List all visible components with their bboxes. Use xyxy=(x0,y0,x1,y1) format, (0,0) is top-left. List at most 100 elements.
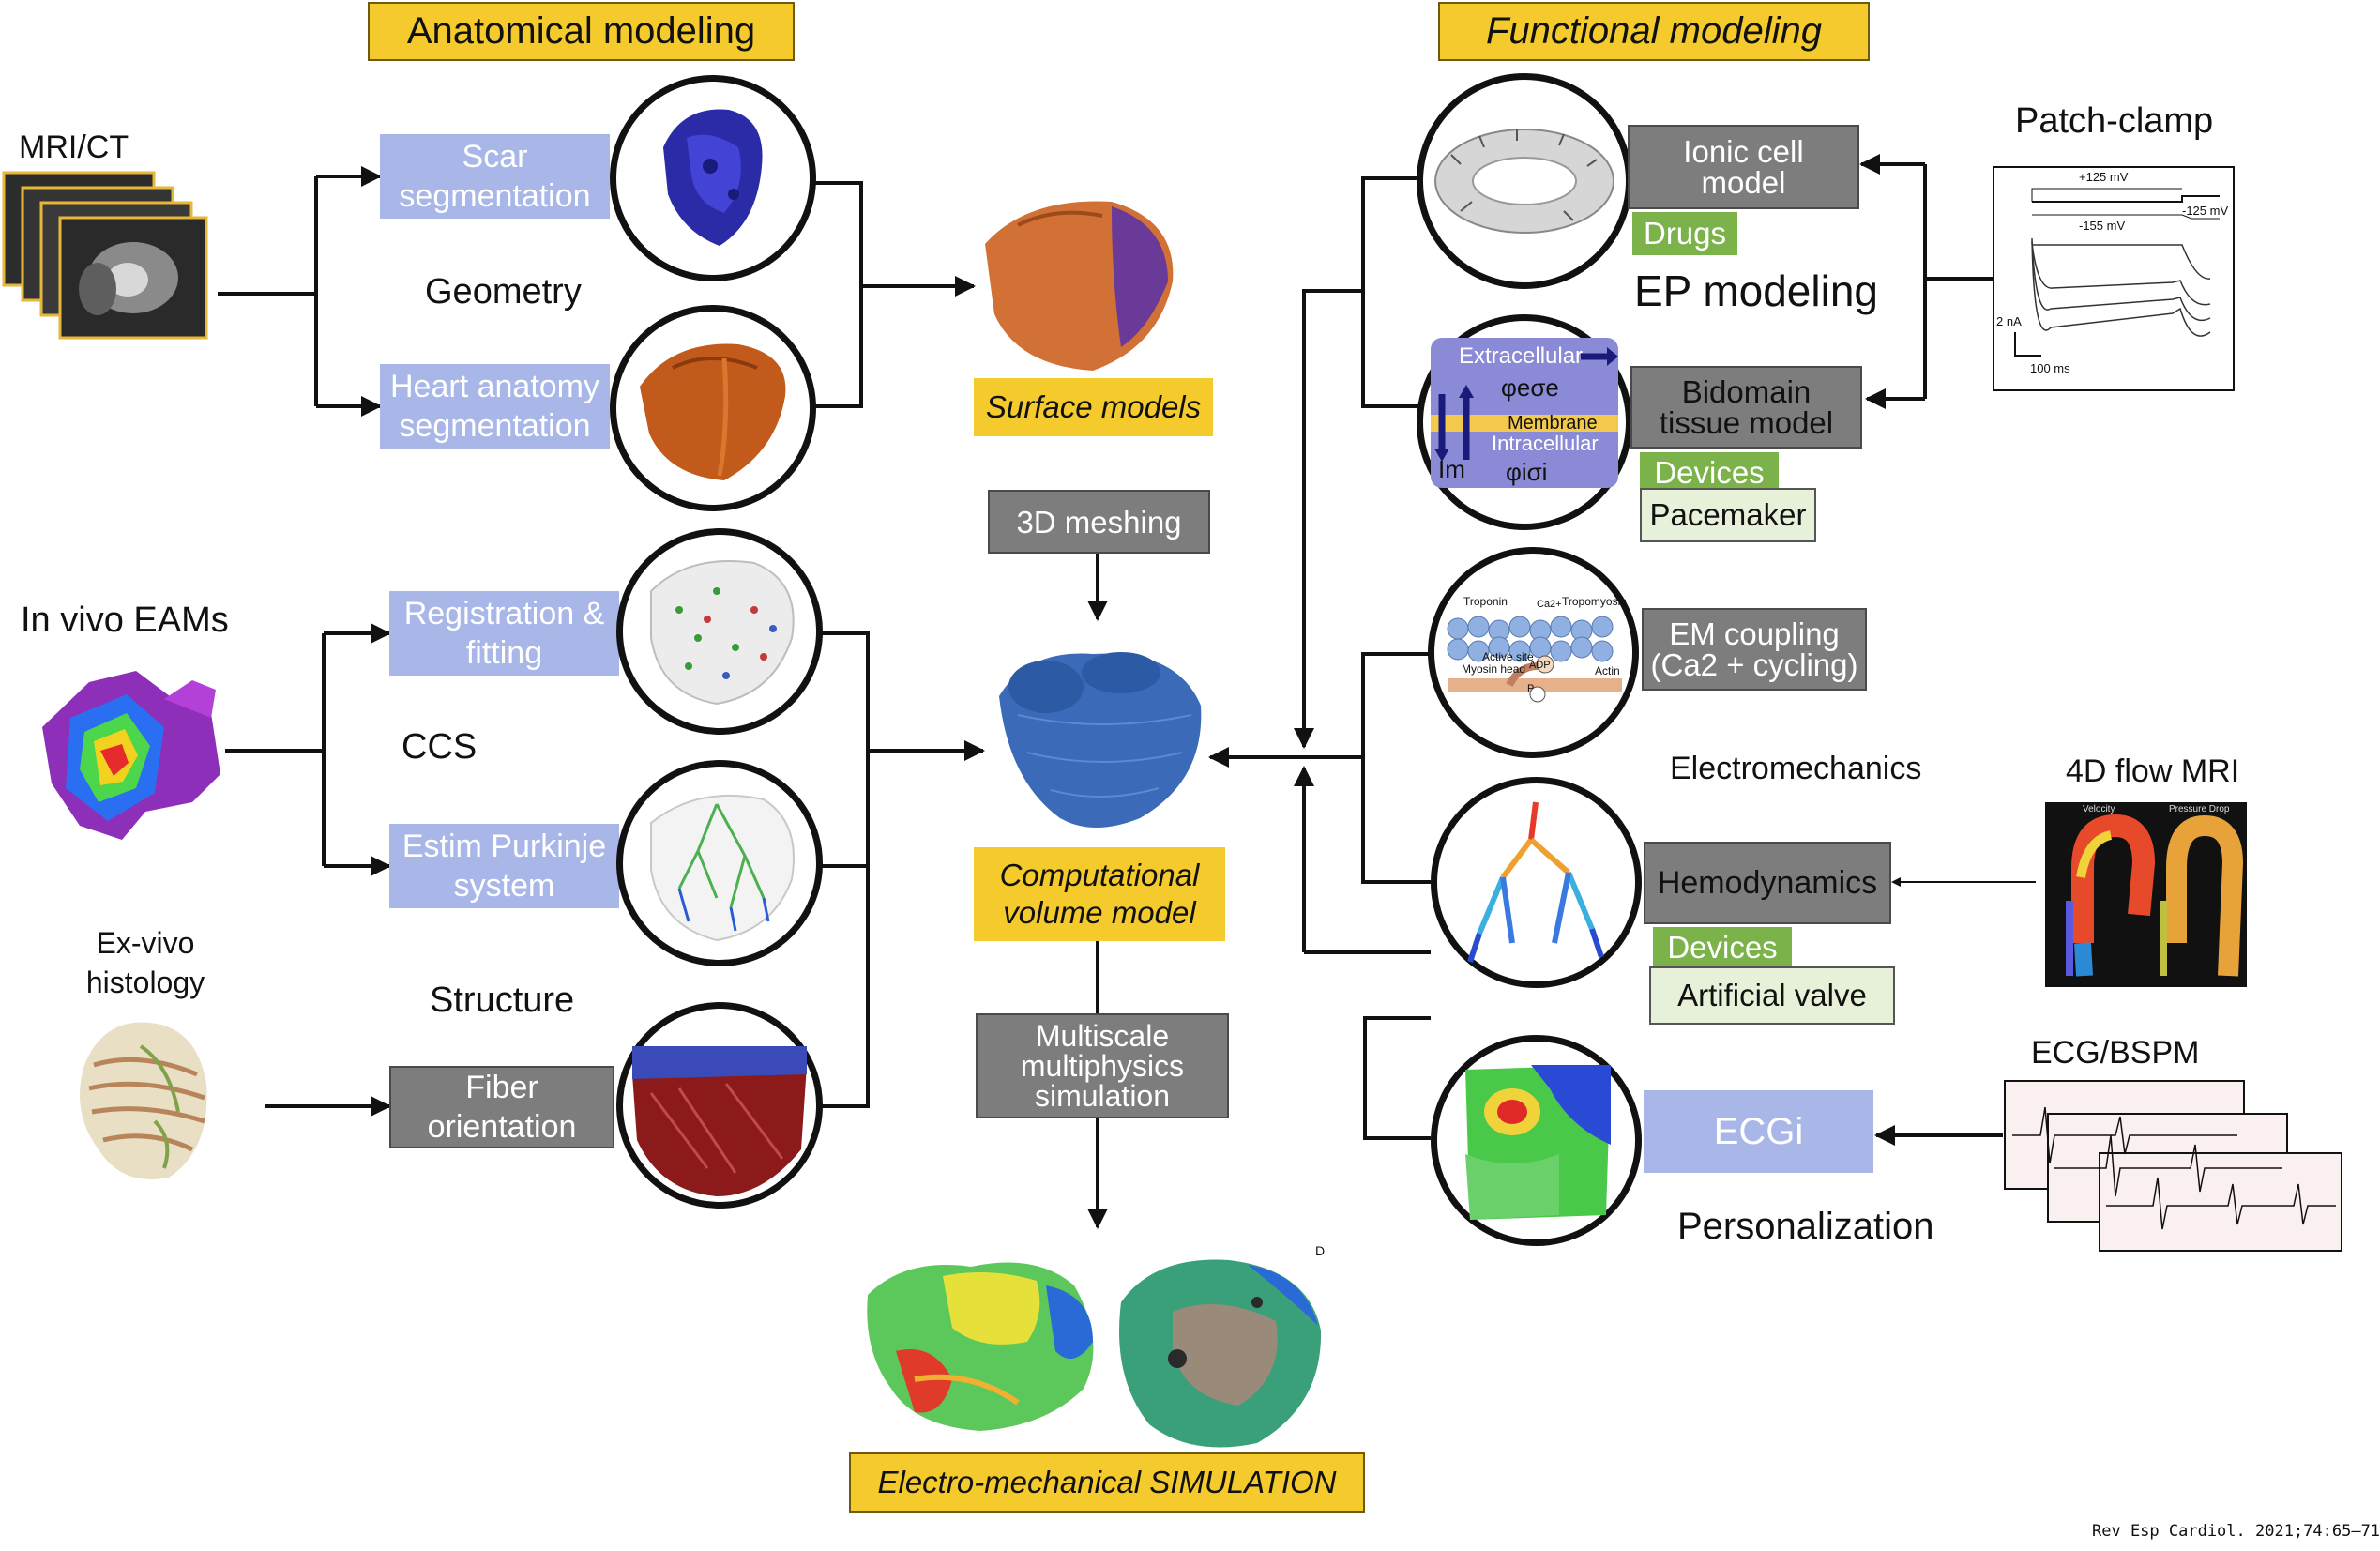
simulation-ventricle-image xyxy=(1119,1259,1322,1448)
ecgi-text: ECGi xyxy=(1713,1111,1804,1152)
volume-mesh-image xyxy=(999,652,1202,828)
ecg-traces-image xyxy=(2004,1080,2342,1252)
box-3d-meshing: 3D meshing xyxy=(988,490,1210,554)
box-surface-models: Surface models xyxy=(974,378,1213,436)
box-bidomain-tissue-model: Bidomain tissue model xyxy=(1630,366,1862,449)
em-simulation-text: Electro-mechanical SIMULATION xyxy=(877,1465,1337,1500)
intracellular-label: Intracellular xyxy=(1492,432,1599,455)
aorta-flow-image xyxy=(2066,814,2244,977)
title-anatomical-modeling: Anatomical modeling xyxy=(368,2,795,61)
coronary-tree-image xyxy=(1467,801,1604,963)
label-electromechanics: Electromechanics xyxy=(1670,751,1922,786)
box-hemodynamics: Hemodynamics xyxy=(1644,842,1891,924)
patch-scale-x-label: 100 ms xyxy=(2030,361,2070,375)
patch-v3-label: -125 mV xyxy=(2182,204,2229,218)
troponin-label: Troponin xyxy=(1463,595,1508,608)
box-artificial-valve: Artificial valve xyxy=(1649,966,1895,1025)
heart-anatomy-mesh-image xyxy=(640,343,786,480)
drugs-text: Drugs xyxy=(1643,216,1727,251)
phi-e-label: φeσe xyxy=(1501,373,1559,402)
registration-points-image xyxy=(650,560,795,706)
surface-model-image xyxy=(985,201,1174,371)
box-pacemaker: Pacemaker xyxy=(1640,488,1816,542)
badge-devices-2: Devices xyxy=(1653,927,1792,968)
heart-anatomy-text: Heart anatomy segmentation xyxy=(390,368,599,445)
flow-mri-inset: Velocity Pressure Drop xyxy=(2045,802,2247,987)
badge-devices-1: Devices xyxy=(1640,452,1779,494)
tropomyosin-label: Tropomyosin xyxy=(1562,595,1627,608)
scar-segmentation-text: Scar segmentation xyxy=(399,138,591,215)
circle-purkinje-image xyxy=(616,760,823,966)
box-scar-segmentation: Scar segmentation xyxy=(380,134,610,219)
citation: Rev Esp Cardiol. 2021;74:65–71 xyxy=(2092,1522,2380,1541)
bidomain-text: Bidomain tissue model xyxy=(1659,374,1834,440)
circle-ionic-image xyxy=(1417,73,1632,289)
simulation-atrial-image xyxy=(867,1262,1094,1431)
badge-drugs: Drugs xyxy=(1632,212,1737,255)
scar-mesh-image xyxy=(663,109,763,246)
circle-hemodynamics-image xyxy=(1431,777,1642,988)
title-functional-text: Functional modeling xyxy=(1486,10,1822,52)
fiber-orientation-image xyxy=(632,1046,807,1196)
circle-em-coupling-image xyxy=(1428,547,1639,758)
phi-i-label: φiσi xyxy=(1506,458,1548,486)
meshing-text: 3D meshing xyxy=(1016,504,1182,540)
box-heart-anatomy-segmentation: Heart anatomy segmentation xyxy=(380,364,610,449)
ca-label: Ca2+ xyxy=(1537,599,1562,610)
box-estim-purkinje: Estim Purkinje system xyxy=(389,824,619,908)
pacemaker-text: Pacemaker xyxy=(1649,497,1807,532)
patch-v2-label: -155 mV xyxy=(2079,219,2126,233)
actin-label: Actin xyxy=(1595,664,1620,677)
extracellular-label: Extracellular xyxy=(1459,343,1584,369)
label-personalization: Personalization xyxy=(1677,1206,1934,1247)
box-electro-mechanical-simulation: Electro-mechanical SIMULATION xyxy=(849,1452,1365,1513)
label-patch-clamp: Patch-clamp xyxy=(2015,101,2214,141)
circle-scar-image xyxy=(610,75,816,281)
myosin-head-label: Myosin head xyxy=(1462,662,1526,676)
devices2-text: Devices xyxy=(1667,930,1778,965)
sim-panel-label: D xyxy=(1315,1243,1326,1258)
label-ex-vivo-histology: Ex-vivo histology xyxy=(85,926,205,999)
label-4d-flow-mri: 4D flow MRI xyxy=(2066,753,2240,789)
box-ecgi: ECGi xyxy=(1644,1090,1873,1173)
box-registration-fitting: Registration & fitting xyxy=(389,591,619,676)
label-mri-ct: MRI/CT xyxy=(19,129,129,165)
mri-slices-image xyxy=(2,171,208,340)
ionic-cell-image xyxy=(1434,129,1614,234)
patch-scale-y-label: 2 nA xyxy=(1996,314,2022,328)
box-em-coupling: EM coupling (Ca2 + cycling) xyxy=(1642,608,1867,691)
label-ecg-bspm: ECG/BSPM xyxy=(2031,1035,2200,1071)
purkinje-text: Estim Purkinje system xyxy=(402,828,607,905)
circle-ecgi-image xyxy=(1431,1035,1642,1246)
label-ccs: CCS xyxy=(402,727,478,767)
current-arrows xyxy=(1434,347,1618,462)
box-computational-volume-model: Computational volume model xyxy=(974,847,1225,941)
active-site-label: Active site xyxy=(1482,650,1534,663)
surface-models-text: Surface models xyxy=(985,389,1202,425)
multiscale-text: Multiscale multiphysics simulation xyxy=(1020,1019,1185,1113)
bidomain-inset: Extracellular φeσe Membrane Intracellula… xyxy=(1431,338,1618,488)
ionic-text: Ionic cell model xyxy=(1683,134,1804,200)
box-multiscale-simulation: Multiscale multiphysics simulation xyxy=(976,1013,1229,1118)
em-coupling-text: EM coupling (Ca2 + cycling) xyxy=(1650,616,1858,682)
flow-velocity-label: Velocity xyxy=(2083,804,2115,814)
circle-heart-anatomy-image xyxy=(610,305,816,511)
registration-text: Registration & fitting xyxy=(403,595,605,672)
devices1-text: Devices xyxy=(1654,455,1765,490)
patch-clamp-trace xyxy=(2014,188,2220,357)
patch-v1-label: +125 mV xyxy=(2079,170,2129,184)
fiber-text: Fiber orientation xyxy=(427,1069,577,1146)
p-label: P xyxy=(1527,683,1535,694)
title-functional-modeling: Functional modeling xyxy=(1438,2,1870,61)
label-structure: Structure xyxy=(430,981,575,1020)
eam-map-image xyxy=(42,671,220,840)
circle-fiber-image xyxy=(616,1002,823,1209)
purkinje-tree-image xyxy=(650,794,795,942)
patch-clamp-inset: +125 mV -155 mV -125 mV 2 nA 100 ms xyxy=(1993,166,2235,391)
box-fiber-orientation: Fiber orientation xyxy=(389,1066,614,1148)
label-ep-modeling: EP modeling xyxy=(1634,266,1878,315)
circle-registration-image xyxy=(616,528,823,735)
title-anatomical-text: Anatomical modeling xyxy=(406,10,756,52)
